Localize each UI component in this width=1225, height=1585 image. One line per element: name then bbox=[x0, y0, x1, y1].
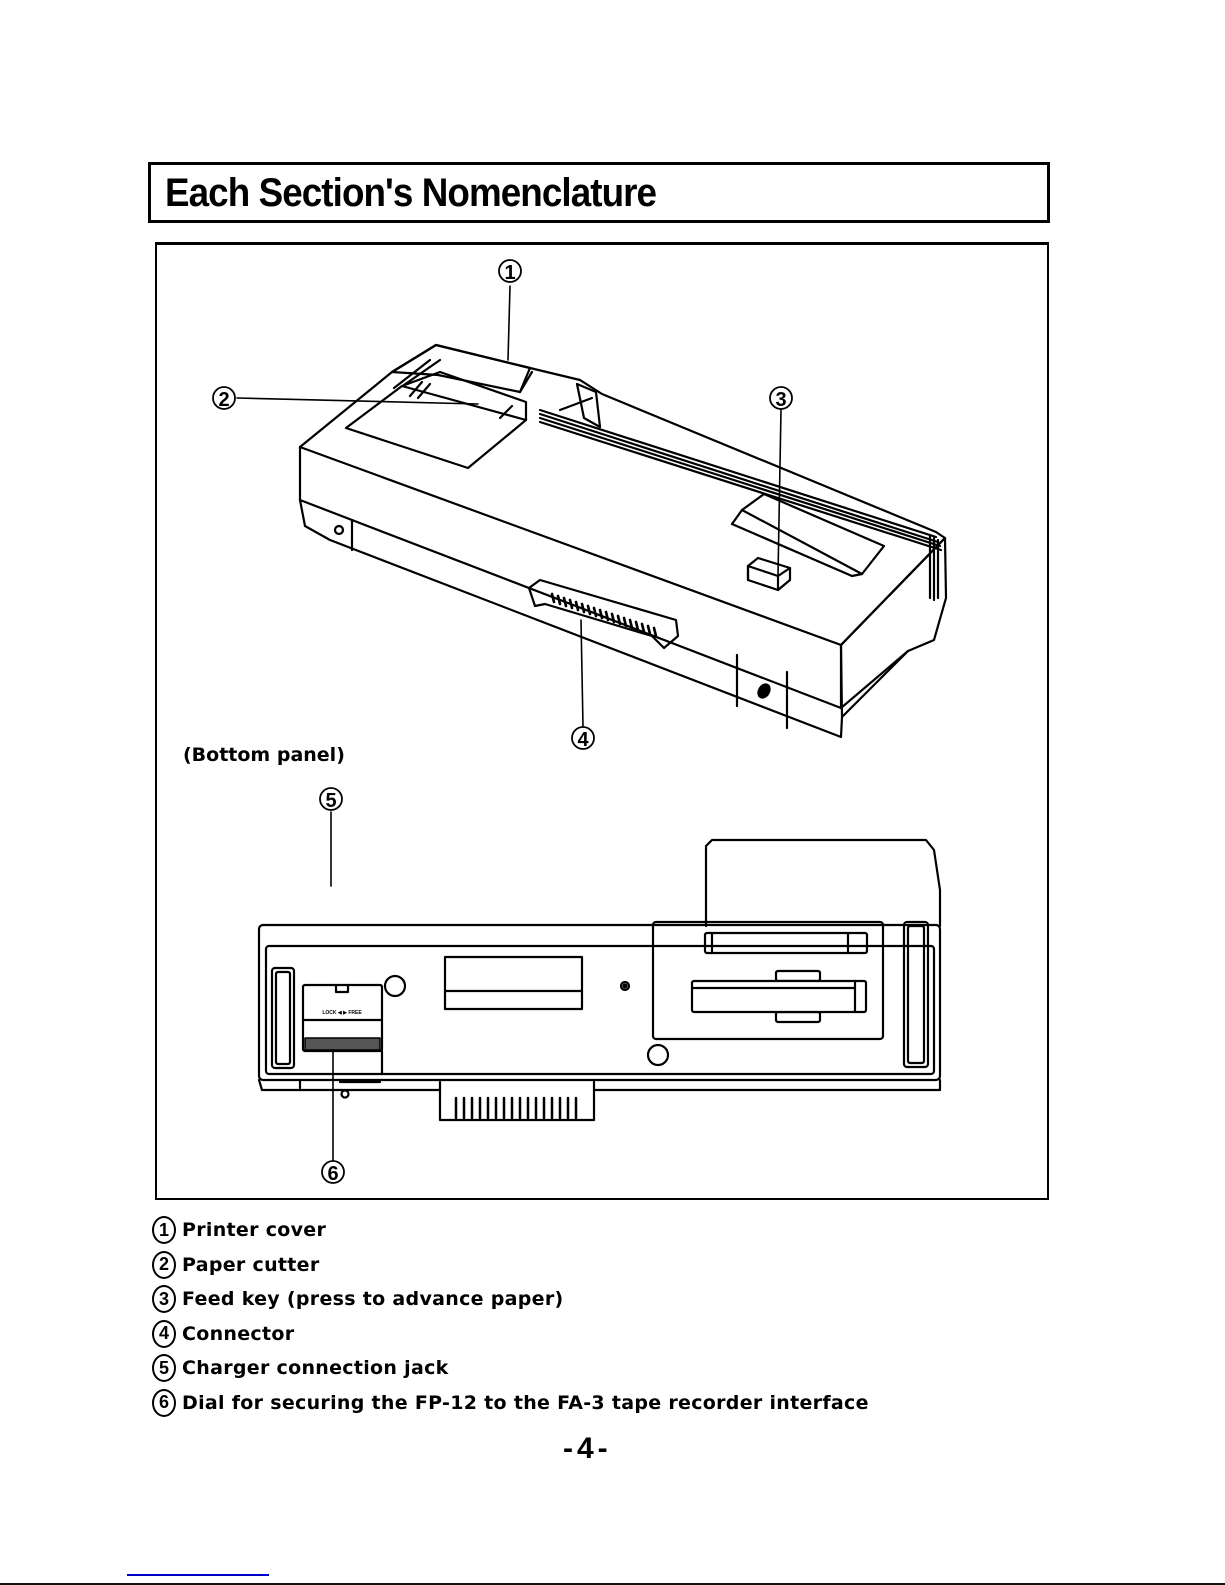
legend-number-badge: 5 bbox=[152, 1354, 176, 1383]
callout-5: 5 bbox=[319, 787, 343, 812]
bottom-connector-pins bbox=[454, 1096, 578, 1120]
connector-pins bbox=[550, 592, 658, 638]
printer-bottom-view bbox=[257, 838, 942, 1122]
page-bottom-rule bbox=[0, 1583, 1225, 1585]
legend-number-badge: 3 bbox=[152, 1285, 176, 1314]
legend-label: Printer cover bbox=[182, 1219, 327, 1242]
legend-item: 6 Dial for securing the FP-12 to the FA-… bbox=[152, 1386, 869, 1421]
page-title: Each Section's Nomenclature bbox=[165, 171, 657, 215]
figure-frame bbox=[155, 242, 1049, 1200]
legend-label: Connector bbox=[182, 1322, 295, 1345]
svg-text:5: 5 bbox=[325, 790, 336, 812]
legend-number-badge: 1 bbox=[152, 1216, 176, 1245]
leader-4 bbox=[580, 619, 584, 727]
legend-item: 5 Charger connection jack bbox=[152, 1351, 869, 1386]
legend-item: 3 Feed key (press to advance paper) bbox=[152, 1282, 869, 1317]
parts-legend: 1 Printer cover 2 Paper cutter 3 Feed ke… bbox=[152, 1213, 869, 1420]
legend-number-badge: 2 bbox=[152, 1250, 176, 1279]
section-title-box: Each Section's Nomenclature bbox=[148, 162, 1050, 223]
legend-item: 4 Connector bbox=[152, 1317, 869, 1352]
legend-label: Paper cutter bbox=[182, 1253, 320, 1276]
svg-text:4: 4 bbox=[577, 729, 589, 751]
dial-lock-free-label: LOCK ◀ ▶ FREE bbox=[322, 1010, 362, 1016]
legend-label: Dial for securing the FP-12 to the FA-3 … bbox=[182, 1391, 869, 1414]
callout-4: 4 bbox=[571, 726, 595, 751]
legend-label: Charger connection jack bbox=[182, 1357, 449, 1380]
link-underline[interactable] bbox=[127, 1574, 269, 1576]
legend-number-badge: 4 bbox=[152, 1319, 176, 1348]
legend-number-badge: 6 bbox=[152, 1388, 176, 1417]
svg-text:6: 6 bbox=[327, 1163, 338, 1185]
svg-text:1: 1 bbox=[504, 262, 515, 284]
leader-3 bbox=[777, 409, 782, 576]
svg-text:2: 2 bbox=[218, 389, 229, 411]
printer-perspective-view bbox=[298, 343, 948, 739]
page-number: -4- bbox=[563, 1432, 612, 1465]
callout-1: 1 bbox=[498, 259, 522, 284]
legend-item: 1 Printer cover bbox=[152, 1213, 869, 1248]
callout-6: 6 bbox=[321, 1160, 345, 1185]
leader-2 bbox=[236, 397, 479, 405]
callout-2: 2 bbox=[212, 386, 236, 411]
leader-lines bbox=[236, 285, 782, 1161]
legend-item: 2 Paper cutter bbox=[152, 1248, 869, 1283]
legend-label: Feed key (press to advance paper) bbox=[182, 1288, 564, 1311]
svg-text:3: 3 bbox=[775, 389, 786, 411]
leader-1 bbox=[507, 285, 511, 361]
bottom-panel-label: (Bottom panel) bbox=[183, 744, 345, 766]
callout-3: 3 bbox=[769, 386, 793, 411]
